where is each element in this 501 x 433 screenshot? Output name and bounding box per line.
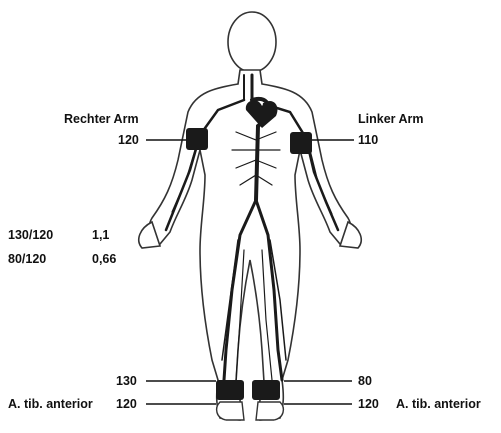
left-tib-value: 120 bbox=[358, 397, 379, 411]
right-arm-title: Rechter Arm bbox=[64, 112, 139, 126]
ratio-left-label: 80/120 bbox=[8, 252, 46, 266]
cuff-right-ankle bbox=[216, 380, 244, 400]
right-foot bbox=[217, 402, 244, 420]
cuff-right-arm bbox=[186, 128, 208, 150]
cuff-left-ankle bbox=[252, 380, 280, 400]
left-tib-label: A. tib. anterior bbox=[396, 397, 481, 411]
ratio-right-label: 130/120 bbox=[8, 228, 53, 242]
right-ankle-value: 130 bbox=[116, 374, 137, 388]
left-ankle-value: 80 bbox=[358, 374, 372, 388]
cuff-left-arm bbox=[290, 132, 312, 154]
ratio-left-value: 0,66 bbox=[92, 252, 116, 266]
right-arm-value: 120 bbox=[118, 133, 139, 147]
left-arm-value: 110 bbox=[358, 133, 378, 147]
left-arm-title: Linker Arm bbox=[358, 112, 424, 126]
ratio-right-value: 1,1 bbox=[92, 228, 109, 242]
right-tib-value: 120 bbox=[116, 397, 137, 411]
right-tib-label: A. tib. anterior bbox=[8, 397, 93, 411]
left-foot bbox=[256, 402, 283, 420]
